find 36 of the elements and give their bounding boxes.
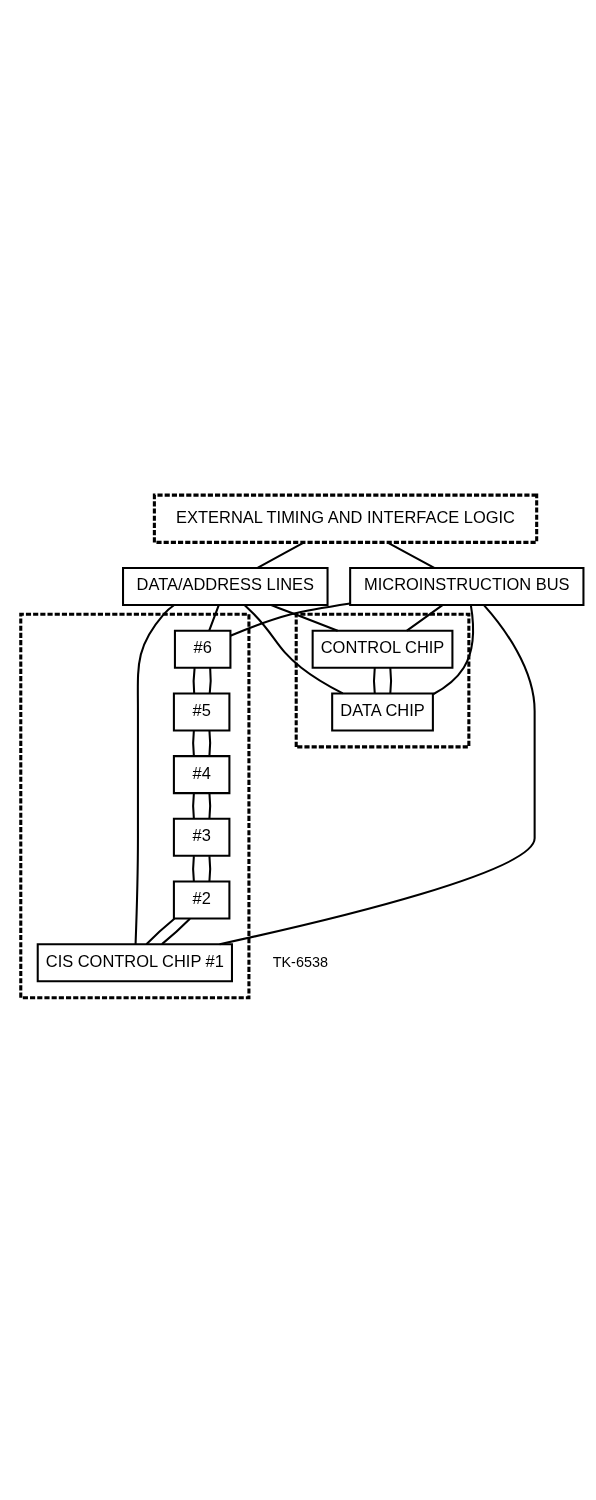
connector [208, 730, 212, 756]
connector [161, 917, 191, 945]
node-box: #2 [172, 880, 231, 920]
node-box: #3 [172, 817, 231, 857]
connector [192, 730, 195, 756]
node-box: CIS CONTROL CHIP #1 [36, 942, 233, 982]
node-box: DATA CHIP [331, 691, 434, 731]
connector [230, 601, 351, 637]
connector [386, 541, 435, 569]
connector [389, 667, 393, 693]
connector [208, 667, 212, 693]
cluster [19, 612, 251, 999]
node-box: DATA/ADDRESS LINES [122, 566, 329, 606]
connector [406, 603, 444, 632]
connector [192, 667, 196, 693]
connector [208, 792, 212, 819]
connector [219, 603, 536, 945]
connector [192, 792, 195, 819]
node-box: EXTERNAL TIMING AND INTERFACE LOGIC [152, 493, 539, 544]
node-box: MICROINSTRUCTION BUS [349, 566, 585, 606]
node-box: #5 [172, 691, 231, 731]
node-box: CONTROL CHIP [311, 629, 454, 669]
cluster [294, 612, 471, 748]
connector [432, 604, 474, 695]
connector [208, 604, 220, 631]
node-box: #4 [172, 754, 231, 794]
connector [192, 855, 195, 882]
connector [257, 541, 305, 569]
connector [134, 603, 175, 944]
label: TK-6538 [272, 953, 328, 970]
connector [244, 603, 344, 694]
connector [270, 603, 339, 632]
connector [373, 667, 376, 693]
connector [145, 917, 175, 945]
connector [208, 855, 212, 882]
node-box: #6 [173, 629, 232, 669]
